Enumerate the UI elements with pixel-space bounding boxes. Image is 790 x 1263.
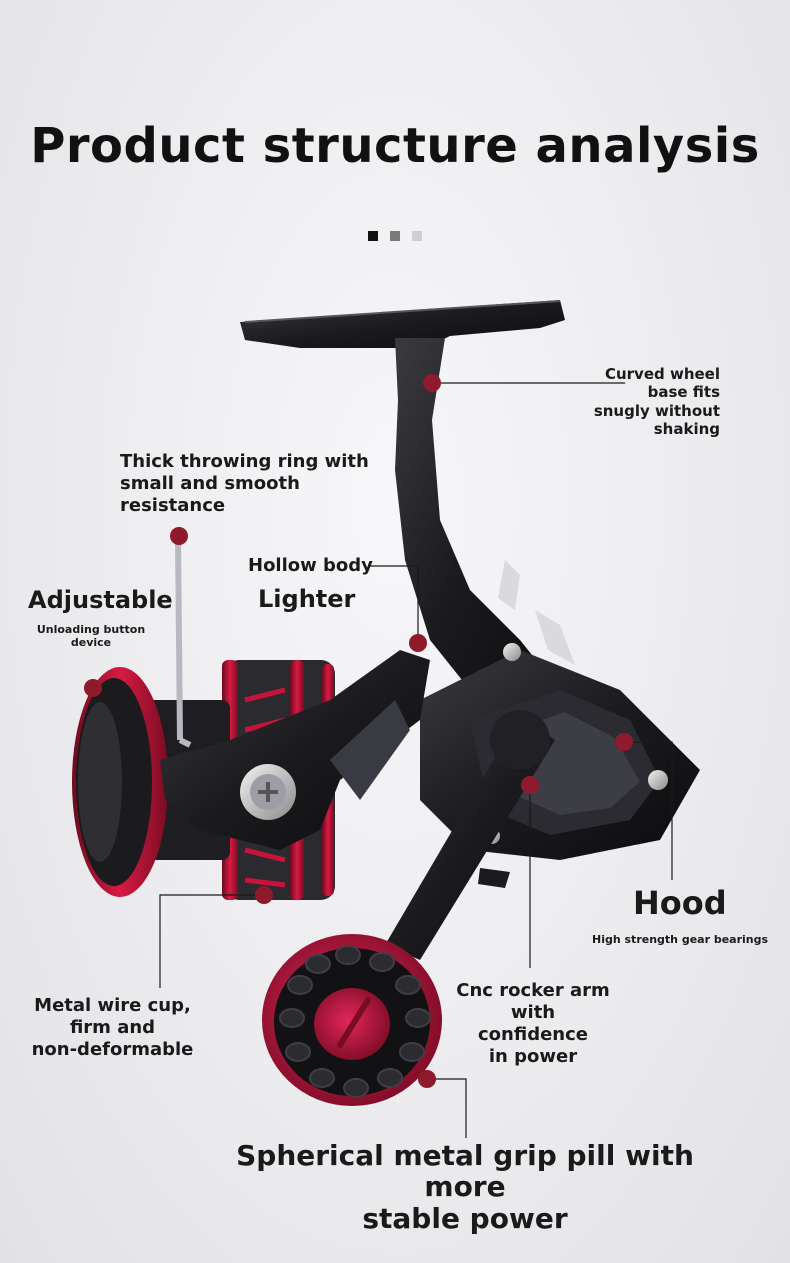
label-grip: Spherical metal grip pill with more stab…: [236, 1139, 694, 1235]
marker-wire-cup[interactable]: [255, 886, 273, 904]
reel-foot: [240, 300, 565, 348]
marker-cnc-arm[interactable]: [521, 776, 539, 794]
label-wire-cup: Metal wire cup, firm and non-deformable: [31, 995, 194, 1060]
pagination-dot-2[interactable]: [390, 231, 400, 241]
pagination-dot-1[interactable]: [368, 231, 378, 241]
label-unloading: Unloading button device: [36, 623, 146, 650]
marker-grip[interactable]: [418, 1070, 436, 1088]
marker-hollow-body[interactable]: [409, 634, 427, 652]
label-throwing-ring: Thick throwing ring with small and smoot…: [120, 451, 369, 516]
label-adjustable: Adjustable: [28, 586, 173, 614]
label-hollow-body: Hollow body: [248, 555, 373, 576]
callout-lines: [159, 382, 673, 1138]
pagination-dot-3[interactable]: [412, 231, 422, 241]
reel-bail-wire: [175, 537, 192, 748]
label-hood: Hood: [633, 884, 727, 922]
pagination-dots: [368, 231, 422, 241]
marker-hood[interactable]: [615, 733, 633, 751]
reel-handle-knob: [262, 934, 442, 1106]
label-cnc-arm: Cnc rocker arm with confidence in power: [456, 980, 610, 1067]
page-title: Product structure analysis: [30, 118, 760, 174]
label-hood-sub: High strength gear bearings: [592, 933, 769, 946]
marker-throwing-ring[interactable]: [170, 527, 188, 545]
marker-unloading-button[interactable]: [84, 679, 102, 697]
label-curved-wheel: Curved wheel base fits snugly without sh…: [593, 365, 720, 438]
label-lighter: Lighter: [258, 585, 356, 613]
reel-rotor: [160, 650, 430, 850]
reel-crank-arm: [385, 710, 555, 960]
reel-drag-knob: [72, 667, 168, 897]
marker-wheel-base[interactable]: [423, 374, 441, 392]
reel-stem: [395, 338, 575, 720]
callout-markers: [84, 374, 633, 1088]
